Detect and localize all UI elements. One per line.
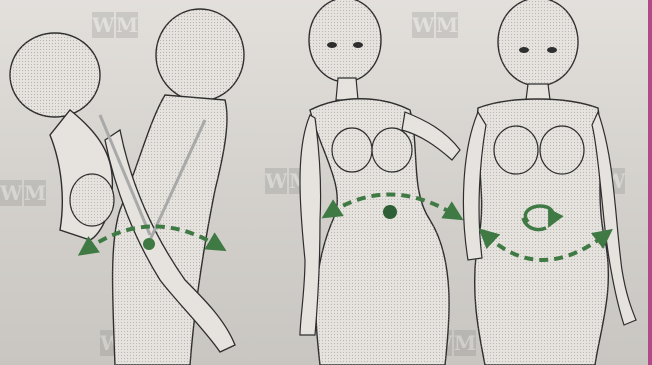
figure-rear-front: [10, 33, 114, 240]
page-edge-accent: [648, 0, 652, 365]
pivot-dot: [383, 205, 397, 219]
pivot-dot: [143, 238, 155, 250]
figure-front-sway: [300, 0, 460, 365]
figure-front-rotation: [463, 0, 636, 365]
